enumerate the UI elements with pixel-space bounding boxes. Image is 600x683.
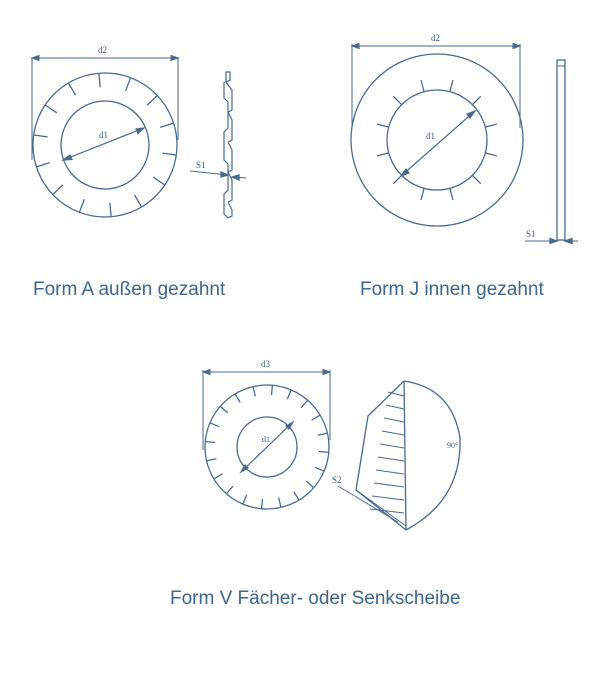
form-v-tooth-notch	[219, 405, 229, 414]
form-a-side-view: S1	[189, 71, 247, 219]
form-v-caption: Form V Fächer- oder Senkscheibe	[170, 588, 461, 609]
form-v-d1-label: d1	[262, 435, 270, 444]
form-a-caption: Form A außen gezahnt	[33, 279, 226, 300]
form-v-tooth-notch	[314, 466, 325, 472]
form-v-tooth-notch	[305, 480, 315, 489]
form-v-washer-outline	[204, 384, 330, 510]
form-v-tooth-notch	[213, 473, 223, 480]
form-v-tooth-notch	[205, 440, 216, 444]
form-v-front-view	[204, 384, 330, 510]
form-v-s2-label: S2	[332, 475, 342, 485]
form-j-s1-label: S1	[526, 229, 536, 239]
form-v-tooth-notch	[270, 385, 274, 396]
form-v-tooth-notch	[286, 389, 292, 400]
form-a-tooth-notch	[162, 152, 177, 156]
form-j-tooth	[420, 188, 425, 201]
form-j-inner-bore	[386, 89, 488, 191]
form-v-d1-dimension-line	[240, 421, 294, 473]
form-j-tooth	[392, 95, 403, 106]
form-v-inner-bore	[236, 416, 298, 478]
form-v-dimension-d3: d3	[201, 359, 332, 450]
form-j-tooth	[449, 188, 454, 201]
form-a-tooth-notch	[125, 77, 132, 92]
form-v-serration	[371, 495, 405, 501]
form-v-tooth-notch	[278, 497, 282, 508]
form-j-washer-outline	[350, 53, 524, 227]
form-a-tooth-notch	[109, 202, 112, 217]
form-v-tooth-notch	[318, 450, 329, 454]
form-j-tooth	[471, 95, 482, 106]
form-v-serration	[379, 443, 405, 449]
form-v-angle-label: 90°	[447, 441, 458, 450]
form-a-dimension-d2: d2	[30, 45, 180, 160]
form-v-side-serrations	[369, 391, 405, 514]
form-a-inner-bore	[60, 100, 150, 190]
form-v-tooth-notch	[242, 494, 248, 505]
form-j-tooth	[485, 152, 498, 157]
form-j-tooth	[420, 79, 425, 92]
form-a-front-view	[32, 72, 178, 218]
form-j-d2-label: d2	[431, 33, 440, 43]
form-v-tooth-notch	[293, 491, 300, 501]
form-a-d1-dimension-line	[62, 127, 145, 161]
form-j-internal-teeth	[376, 79, 498, 201]
form-a-tooth-notch	[44, 104, 58, 114]
form-a-dimension-d1: d1	[60, 127, 146, 161]
form-v-serration	[369, 508, 405, 514]
form-v-tooth-notch	[260, 498, 264, 509]
form-v-external-teeth	[205, 385, 329, 509]
form-a-tooth-notch	[52, 184, 64, 195]
form-v-arc	[403, 380, 461, 531]
form-a-tooth-notch	[78, 198, 85, 213]
form-v-tooth-notch	[206, 458, 217, 462]
form-v-serration	[383, 417, 405, 423]
form-j-tooth	[376, 123, 389, 128]
form-j-d1-label: d1	[426, 131, 435, 141]
form-j-side-view: S1	[525, 59, 578, 245]
form-v-side-view: S2 90°	[332, 380, 461, 531]
form-a-tooth-notch	[36, 161, 50, 168]
form-a-s1-label: S1	[196, 160, 206, 170]
form-v-tooth-notch	[311, 414, 321, 421]
form-j-tooth	[376, 152, 389, 157]
form-v-serration	[377, 456, 405, 462]
form-a-side-profile	[223, 71, 233, 219]
form-v-serration	[375, 469, 405, 475]
form-a-tooth-notch	[98, 73, 101, 88]
form-a-d1-label: d1	[99, 130, 108, 140]
form-v-serration	[373, 482, 405, 488]
form-j-caption: Form J innen gezahnt	[360, 279, 544, 300]
form-v-serration	[385, 404, 405, 410]
form-j-tooth	[471, 174, 482, 185]
form-j-d1-dimension-line	[400, 110, 476, 177]
form-a-washer-outline	[32, 72, 178, 218]
form-v-serration	[387, 391, 405, 397]
form-v-dimension-d1: d1	[239, 420, 295, 474]
form-j-dimension-d1: d1	[399, 109, 477, 178]
form-a-d2-label: d2	[98, 45, 107, 55]
form-j-front-view	[350, 53, 524, 227]
form-v-tooth-notch	[234, 393, 241, 403]
form-v-tooth-notch	[252, 386, 256, 397]
form-v-tooth-notch	[317, 432, 328, 436]
form-j-dimension-d2: d2	[350, 33, 522, 128]
form-j-side-profile	[556, 59, 566, 241]
form-a-tooth-notch	[152, 176, 166, 186]
form-a-tooth-notch	[146, 95, 158, 106]
form-j-tooth	[449, 79, 454, 92]
form-a-external-teeth	[33, 73, 177, 217]
form-a-tooth-notch	[160, 122, 174, 129]
form-a-tooth-notch	[133, 194, 143, 208]
form-v-tooth-notch	[225, 485, 234, 495]
form-j-tooth	[485, 123, 498, 128]
form-v-serration	[381, 430, 405, 436]
form-v-tooth-notch	[300, 399, 309, 409]
form-v-tooth-notch	[209, 422, 220, 428]
form-a-tooth-notch	[67, 82, 77, 96]
form-v-d3-label: d3	[261, 359, 271, 369]
form-a-tooth-notch	[33, 134, 48, 138]
